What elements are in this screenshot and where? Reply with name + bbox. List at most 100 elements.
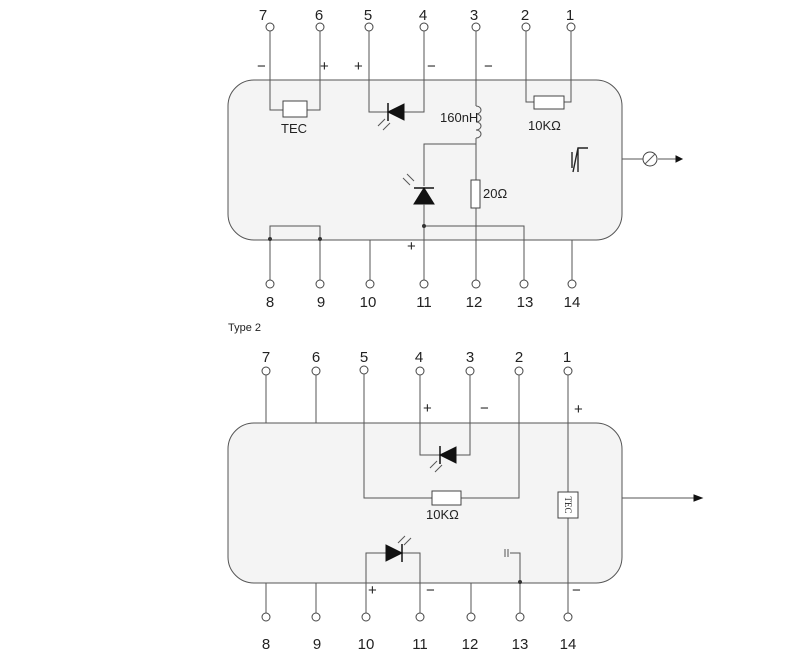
type1-pin-14 bbox=[567, 279, 577, 289]
type1-pin-label-13: 13 bbox=[517, 294, 534, 311]
type1-thermistor bbox=[533, 95, 565, 110]
type1-laser-wire bbox=[368, 31, 425, 113]
type2-pin-4 bbox=[415, 366, 425, 376]
type1-polarity-pin5: + bbox=[354, 58, 363, 75]
type1-polarity-pin4: − bbox=[427, 58, 436, 75]
type2-pin-10 bbox=[361, 612, 371, 622]
type2-capacitor-icon bbox=[504, 549, 509, 557]
type1-pin-12 bbox=[471, 279, 481, 289]
type2-output-arrow-icon bbox=[693, 494, 704, 502]
type2-pin-label-2: 2 bbox=[515, 349, 523, 366]
type1-pin-label-5: 5 bbox=[364, 7, 372, 24]
type2-pin-1 bbox=[563, 366, 573, 376]
type2-photodiode-wire bbox=[365, 552, 421, 613]
type1-pin-label-12: 12 bbox=[466, 294, 483, 311]
type1-pin-10 bbox=[365, 279, 375, 289]
type2-polarity-pin11: − bbox=[426, 582, 435, 599]
type2-thermistor-label: 10KΩ bbox=[426, 507, 459, 522]
type2-polarity-pin4: + bbox=[423, 400, 432, 417]
type2-capacitor-wire bbox=[510, 552, 521, 613]
type2-section-label: Type 2 bbox=[228, 322, 261, 334]
type1-pin-label-3: 3 bbox=[470, 7, 478, 24]
type1-junction-11 bbox=[422, 224, 426, 228]
type1-pin-13 bbox=[519, 279, 529, 289]
type1-pin8-9-short bbox=[269, 225, 321, 284]
type2-pin-label-8: 8 bbox=[262, 636, 270, 653]
type2-photodiode-icon bbox=[385, 544, 404, 562]
type1-pin-label-7: 7 bbox=[259, 7, 267, 24]
type1-output-arrow-icon bbox=[675, 155, 684, 163]
type1-pin-5 bbox=[364, 22, 374, 32]
type1-polarity-pin7: − bbox=[257, 58, 266, 75]
type2-pin-13 bbox=[515, 612, 525, 622]
type1-photodiode-light-icon bbox=[402, 173, 415, 186]
type1-junction-9 bbox=[318, 237, 322, 241]
type2-pin-3 bbox=[465, 366, 475, 376]
type2-pin-5 bbox=[359, 365, 369, 375]
type2-laser-diode-icon bbox=[438, 446, 457, 464]
type2-pin-label-1: 1 bbox=[563, 349, 571, 366]
type1-pin-label-14: 14 bbox=[564, 294, 581, 311]
type2-pin-6 bbox=[311, 366, 321, 376]
type1-pin-1 bbox=[566, 22, 576, 32]
type1-pin-11 bbox=[419, 279, 429, 289]
type2-pin-label-11: 11 bbox=[412, 636, 428, 653]
type2-laser-wire bbox=[419, 375, 471, 456]
type2-polarity-pin10: + bbox=[368, 582, 377, 599]
type1-fiber-connector-slash bbox=[644, 153, 656, 165]
type1-pin-label-11: 11 bbox=[416, 294, 432, 311]
type2-pin-label-6: 6 bbox=[312, 349, 320, 366]
type1-pin13-wire bbox=[424, 225, 525, 284]
type2-polarity-pin3: − bbox=[480, 400, 489, 417]
type2-tec bbox=[557, 491, 579, 519]
type2-thermistor bbox=[431, 490, 462, 506]
type2-polarity-pin1: + bbox=[574, 401, 583, 418]
type2-pin-label-13: 13 bbox=[512, 636, 529, 653]
type1-diagram: 7 6 5 4 3 2 1 TEC 160nH 10KΩ bbox=[227, 7, 684, 311]
type1-pin-3 bbox=[471, 22, 481, 32]
type1-polarity-pin11: + bbox=[407, 238, 416, 255]
type2-pin-11 bbox=[415, 612, 425, 622]
type2-pin-label-7: 7 bbox=[262, 349, 270, 366]
type2-pin-label-14: 14 bbox=[560, 636, 577, 653]
type2-pin-label-9: 9 bbox=[313, 636, 321, 653]
type2-laser-emission-icon bbox=[429, 460, 443, 473]
type2-pin-label-3: 3 bbox=[466, 349, 474, 366]
type1-resistor-label: 20Ω bbox=[483, 186, 507, 201]
type1-pin-2 bbox=[521, 22, 531, 32]
type1-tec-label: TEC bbox=[281, 121, 307, 136]
type1-pin-9 bbox=[315, 279, 325, 289]
type1-node-wire bbox=[423, 138, 477, 186]
type1-pin-8 bbox=[265, 279, 275, 289]
type1-pin-label-1: 1 bbox=[566, 7, 574, 24]
type2-package-body bbox=[227, 422, 623, 584]
type2-pin-12 bbox=[466, 612, 476, 622]
type1-tec bbox=[282, 100, 308, 118]
type1-lens-icon bbox=[571, 147, 588, 173]
type2-diagram: 7 6 5 4 3 2 1 10KΩ TEC bbox=[227, 349, 704, 653]
type1-pin-4 bbox=[419, 22, 429, 32]
type1-thermistor-label: 10KΩ bbox=[528, 118, 561, 133]
type1-polarity-pin3: − bbox=[484, 58, 493, 75]
type1-thermistor-wire bbox=[525, 31, 572, 103]
type1-polarity-pin6: + bbox=[320, 58, 329, 75]
type2-pin-label-4: 4 bbox=[415, 349, 423, 366]
type2-pin-9 bbox=[311, 612, 321, 622]
type2-polarity-pin14: − bbox=[572, 582, 581, 599]
type1-pin-7 bbox=[265, 22, 275, 32]
type1-pin-6 bbox=[315, 22, 325, 32]
type1-laser-emission-icon bbox=[377, 118, 391, 131]
type1-inductor-icon bbox=[475, 105, 482, 139]
type2-pin-8 bbox=[261, 612, 271, 622]
type1-pin-label-6: 6 bbox=[315, 7, 323, 24]
type1-pin-label-4: 4 bbox=[419, 7, 427, 24]
type2-junction-13 bbox=[518, 580, 522, 584]
type1-laser-diode-icon bbox=[386, 103, 405, 121]
type2-pin-label-12: 12 bbox=[462, 636, 479, 653]
type2-pin-14 bbox=[563, 612, 573, 622]
type1-pin-label-8: 8 bbox=[266, 294, 274, 311]
type2-tec-label: TEC bbox=[563, 497, 573, 514]
type2-thermistor-wire bbox=[363, 374, 520, 499]
type2-photodiode-light-icon bbox=[397, 535, 412, 546]
